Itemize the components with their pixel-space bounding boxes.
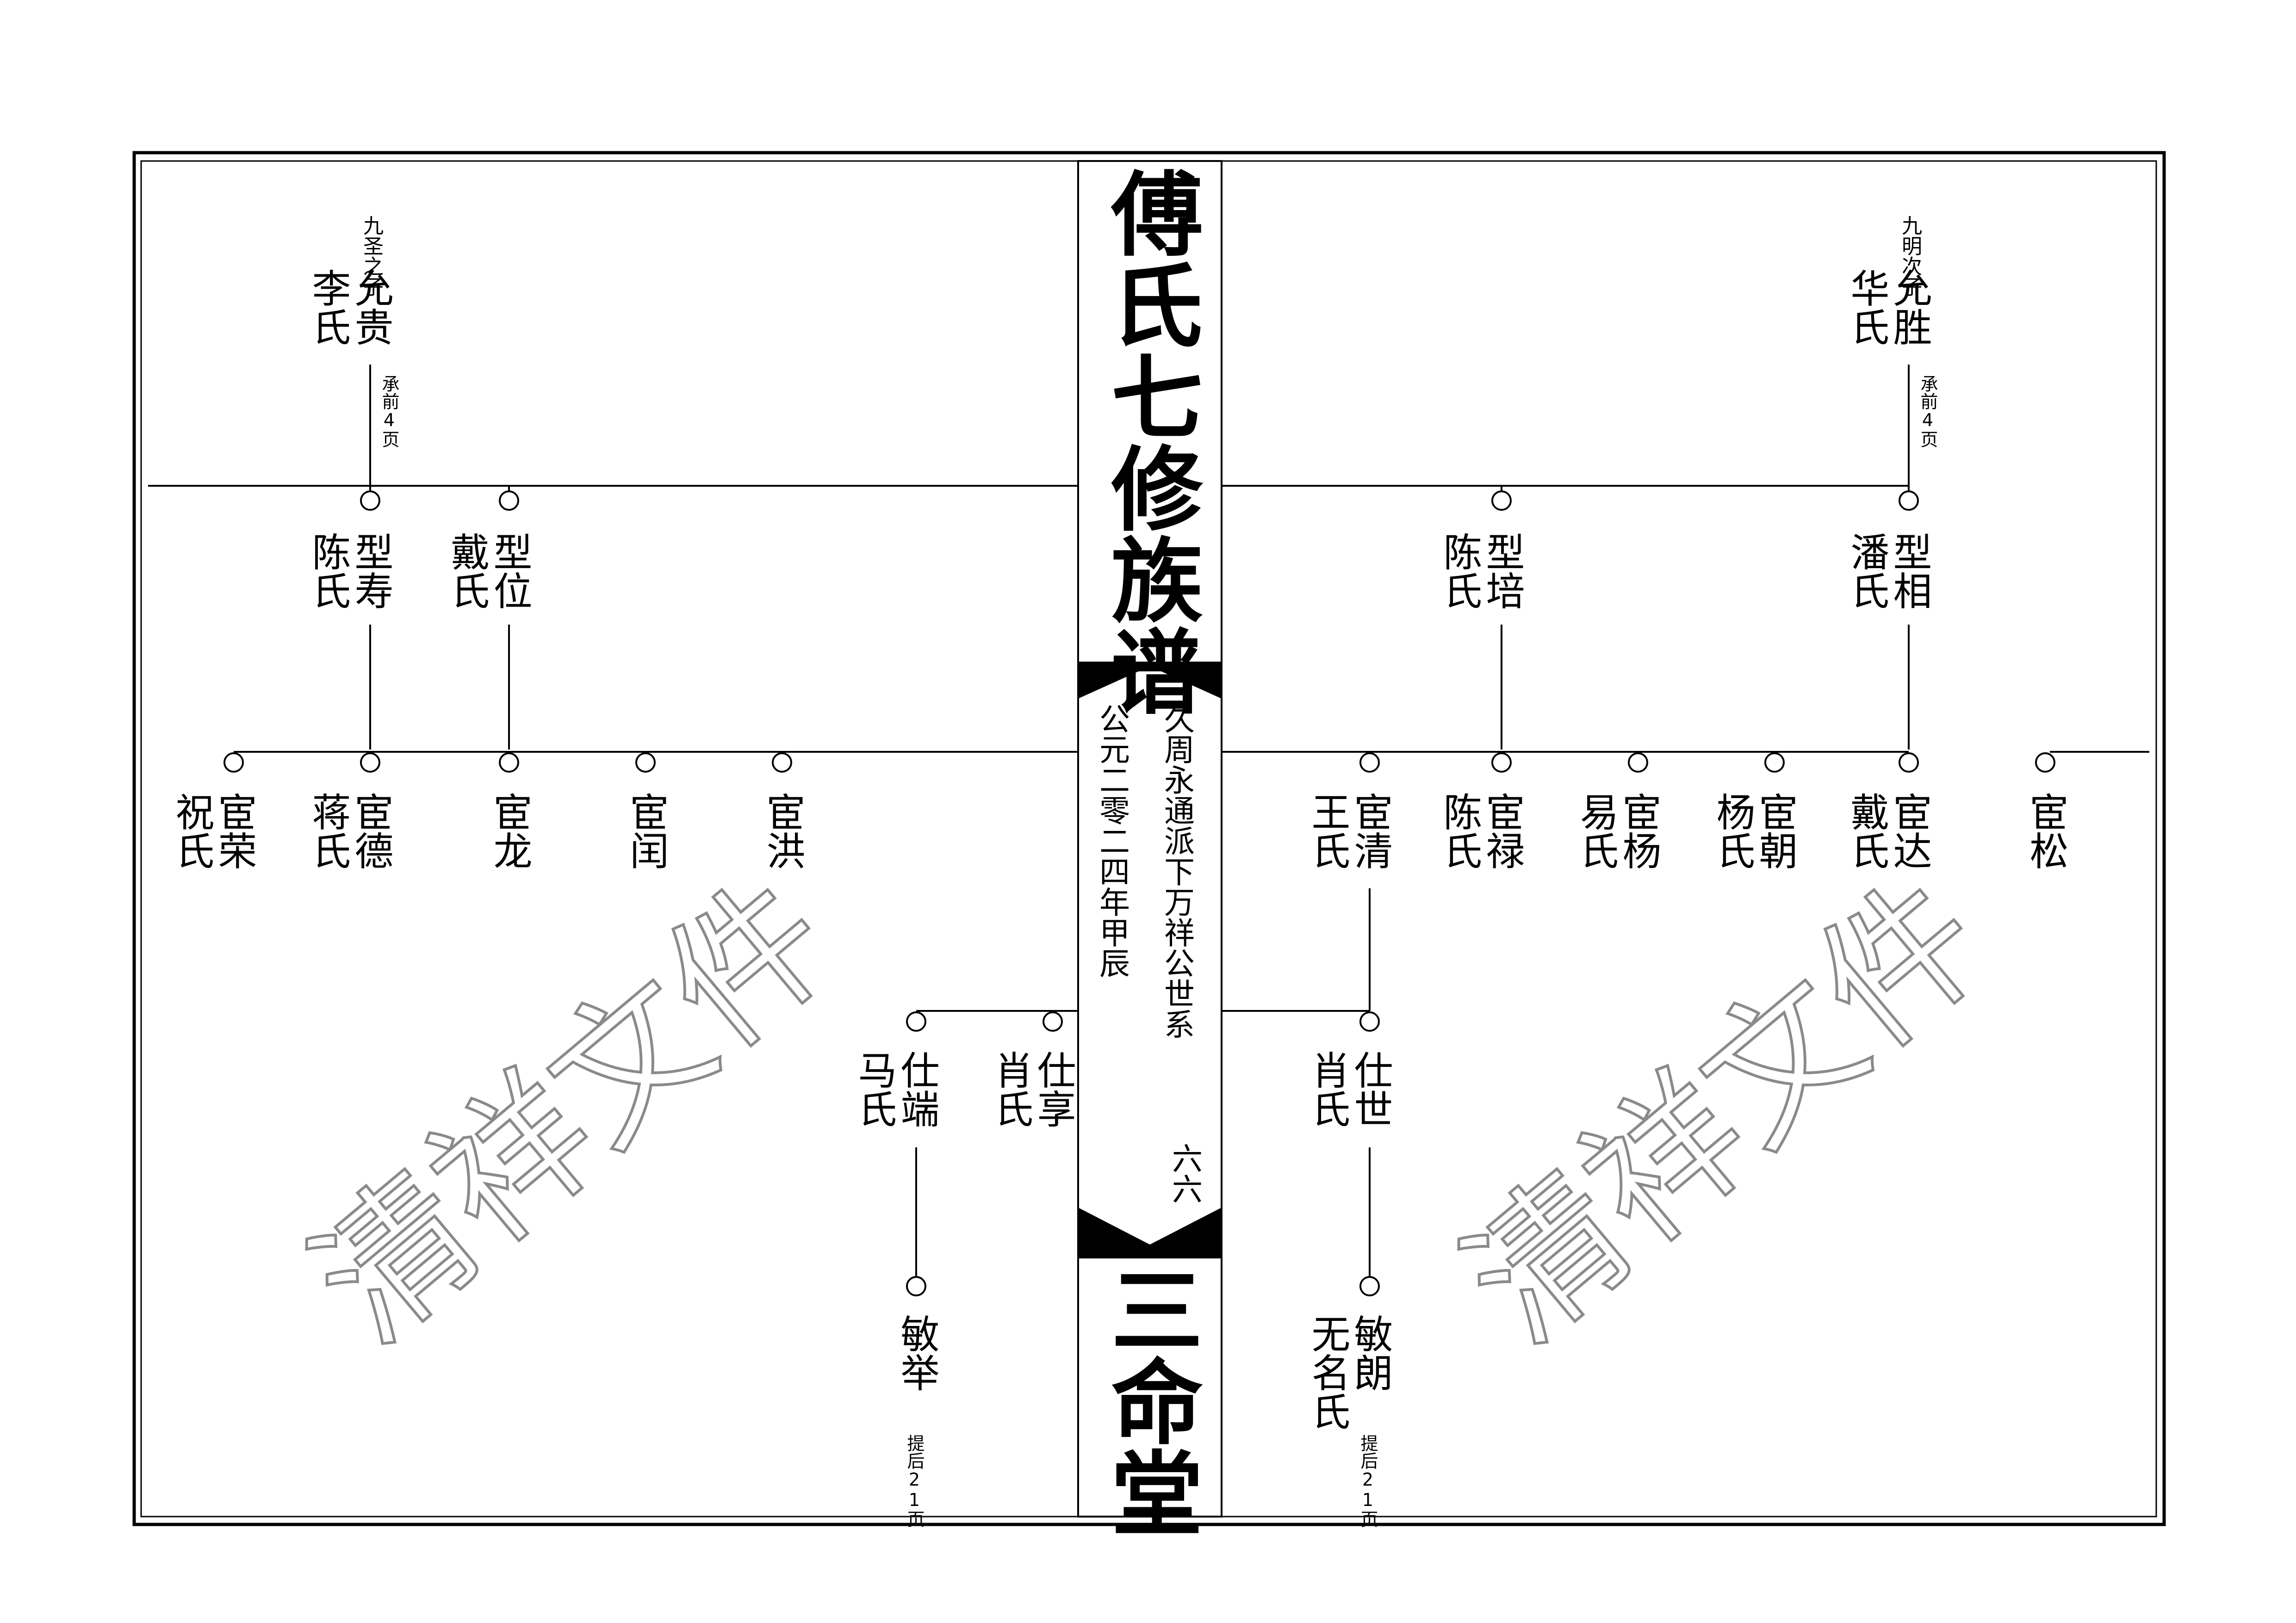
gen5-name: 敏举 [894, 1314, 940, 1392]
gen4-spouse: 肖氏 [1305, 1050, 1351, 1128]
gen3-name: 宦龙 [487, 792, 533, 870]
ref-before: 承前4页 [1917, 375, 1938, 448]
node-circle [906, 1276, 926, 1296]
node-circle [1899, 490, 1919, 511]
gen2-spouse: 陈氏 [306, 532, 351, 610]
year-text: 公元二零二四年甲辰 [1094, 703, 1130, 978]
gen3-name: 宦达 [1887, 792, 1932, 870]
gen3-name: 宦清 [1348, 792, 1393, 870]
node-circle [1359, 1276, 1380, 1296]
ref-after: 提后21页 [1358, 1434, 1378, 1528]
node-circle [223, 752, 244, 773]
gen3-spouse: 蒋氏 [306, 792, 351, 870]
gen4-spouse: 肖氏 [988, 1050, 1034, 1128]
node-circle [499, 752, 519, 773]
node-circle [1628, 752, 1648, 773]
gen4-name: 仕享 [1031, 1050, 1076, 1128]
gen1-name: 允胜 [1887, 268, 1932, 346]
node-circle [499, 490, 519, 511]
gen2-name: 型相 [1887, 532, 1932, 610]
gen1-spouse: 华氏 [1844, 268, 1890, 346]
node-circle [1043, 1011, 1063, 1032]
gen1-note: 九明次子 [1898, 215, 1922, 297]
spine-lower-ornament [1078, 1208, 1222, 1258]
gen2-spouse: 戴氏 [445, 532, 490, 610]
center-spine [1077, 160, 1222, 1518]
gen1-name: 允贵 [348, 268, 394, 346]
node-circle [772, 752, 792, 773]
node-circle [1359, 752, 1380, 773]
spine-upper-ornament [1078, 662, 1222, 699]
node-circle [360, 490, 380, 511]
ref-before: 承前4页 [379, 375, 399, 448]
gen2-name: 型寿 [348, 532, 394, 610]
page-number: 六六 [1167, 1143, 1203, 1204]
gen3-name: 宦杨 [1616, 792, 1662, 870]
gen3-name: 宦朝 [1753, 792, 1798, 870]
gen4-name: 仕端 [894, 1050, 940, 1128]
node-circle [360, 752, 380, 773]
gen3-spouse: 易氏 [1574, 792, 1619, 870]
gen3-spouse: 陈氏 [1437, 792, 1483, 870]
gen2-spouse: 潘氏 [1844, 532, 1890, 610]
node-circle [1899, 752, 1919, 773]
node-circle [2035, 752, 2055, 773]
gen3-name: 宦德 [348, 792, 394, 870]
ref-after: 提后21页 [904, 1434, 925, 1528]
node-circle [635, 752, 656, 773]
node-circle [1491, 490, 1512, 511]
outer-border [132, 151, 2166, 1526]
node-circle [906, 1011, 926, 1032]
node-circle [1359, 1011, 1380, 1032]
node-circle [1764, 752, 1785, 773]
gen3-spouse: 祝氏 [169, 792, 215, 870]
gen2-name: 型位 [487, 532, 533, 610]
gen3-name: 宦洪 [760, 792, 806, 870]
gen3-name: 宦禄 [1480, 792, 1525, 870]
gen5-spouse: 无名氏 [1305, 1314, 1351, 1431]
gen3-spouse: 戴氏 [1844, 792, 1890, 870]
gen2-spouse: 陈氏 [1437, 532, 1483, 610]
gen2-name: 型培 [1480, 532, 1525, 610]
gen4-spouse: 马氏 [852, 1050, 897, 1128]
book-title: 傅氏七修族谱 [1096, 167, 1204, 716]
gen1-note: 九圣之子 [360, 215, 383, 297]
gen5-name: 敏朗 [1348, 1314, 1393, 1392]
gen4-name: 仕世 [1348, 1050, 1393, 1128]
gen3-spouse: 杨氏 [1710, 792, 1756, 870]
gen3-name: 宦闰 [624, 792, 669, 870]
gen3-name: 宦荣 [212, 792, 257, 870]
lineage-text: 久周永通派下万祥公世系 [1159, 703, 1195, 1039]
node-circle [1491, 752, 1512, 773]
gen3-name: 宦松 [2023, 792, 2069, 870]
hall-name: 三命堂 [1096, 1263, 1204, 1538]
gen3-spouse: 王氏 [1305, 792, 1351, 870]
gen1-spouse: 李氏 [306, 268, 351, 346]
